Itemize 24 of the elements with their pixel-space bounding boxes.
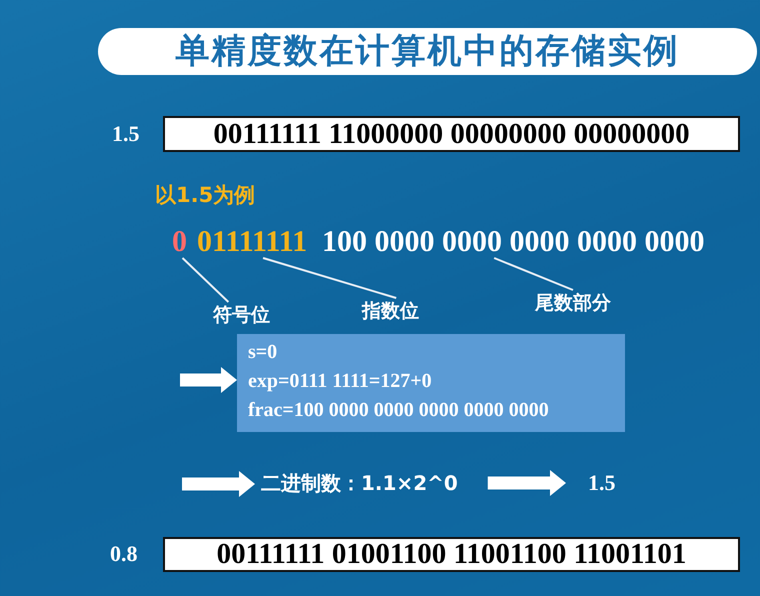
result-text: 1.5 [566,469,616,497]
block-arrow [182,471,255,497]
leader-line [262,257,396,299]
panel-line: exp=0111 1111=127+0 [248,369,432,394]
binary-box: 00111111 01001100 11001100 11001101 [163,537,740,572]
example-heading: 以1.5为例 [155,182,256,209]
binary-box: 00111111 11000000 00000000 00000000 [163,116,740,152]
panel-line: frac=100 0000 0000 0000 0000 0000 [248,398,549,423]
block-arrow [488,470,566,496]
bit-field-text: 01111111 [197,226,308,258]
panel-line: s=0 [248,340,278,365]
value-label: 0.8 [110,540,138,568]
field-label: 尾数部分 [535,290,611,316]
field-label: 二进制数：1.1×2^0 [255,470,488,496]
title: 单精度数在计算机中的存储实例 [174,31,680,71]
bit-field-text: 0 [172,226,187,258]
block-arrow [180,367,237,393]
leader-line [494,257,574,291]
value-label: 1.5 [112,120,140,148]
leader-line [182,257,230,303]
field-label: 符号位 [213,302,270,328]
bit-field-text: 100 0000 0000 0000 0000 0000 [322,226,704,258]
info-panel [237,334,625,432]
field-label: 指数位 [362,298,419,324]
